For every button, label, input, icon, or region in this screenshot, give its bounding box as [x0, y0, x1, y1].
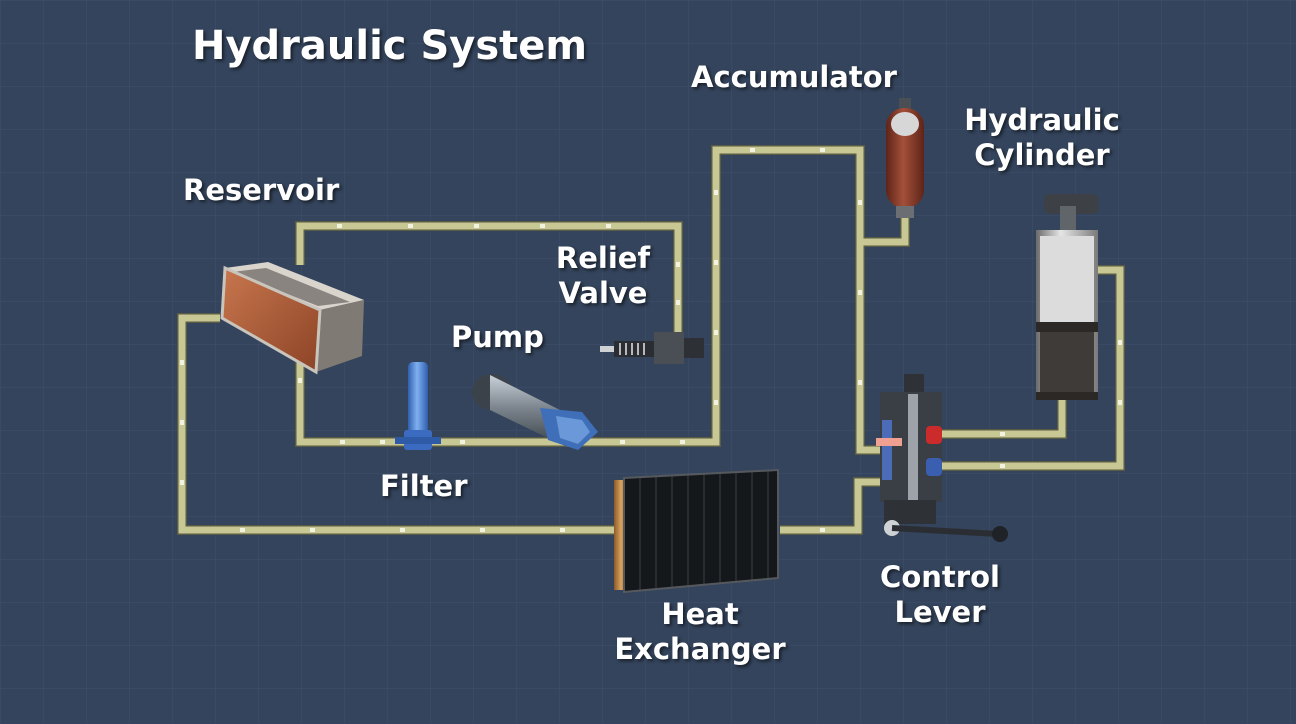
control-lever-icon [884, 520, 1008, 542]
hydraulic-cylinder-icon [1036, 194, 1098, 400]
label-control-lever-line-1: Control [880, 560, 1000, 594]
pump-icon [472, 374, 598, 450]
cylinder-line-b [940, 266, 1124, 470]
heat-exchanger-line [780, 478, 880, 534]
accumulator-icon [886, 98, 924, 218]
label-control-lever: Control Lever [865, 560, 1015, 630]
label-relief-valve-line-2: Valve [558, 275, 648, 310]
pressure-line [296, 146, 880, 454]
relief-valve-icon [600, 332, 704, 364]
label-relief-valve-line-1: Relief [555, 241, 651, 275]
relief-valve-line [296, 222, 682, 348]
reservoir-icon [220, 262, 364, 375]
label-hydraulic-cylinder-line-1: Hydraulic [964, 103, 1120, 137]
control-valve-icon [876, 374, 942, 524]
label-filter: Filter [380, 469, 468, 503]
accumulator-branch [860, 215, 909, 246]
label-heat-exchanger-line-1: Heat [661, 597, 739, 631]
pipe-joints [180, 148, 1122, 532]
diagram-title: Hydraulic System [192, 23, 588, 69]
label-control-lever-line-2: Lever [894, 594, 986, 629]
label-reservoir: Reservoir [183, 173, 340, 207]
cylinder-line-a [940, 392, 1066, 438]
label-pump: Pump [451, 320, 544, 354]
label-hydraulic-cylinder: Hydraulic Cylinder [952, 103, 1132, 173]
label-hydraulic-cylinder-line-2: Cylinder [974, 137, 1110, 172]
pipe-network [177, 145, 1125, 535]
label-heat-exchanger: Heat Exchanger [600, 597, 800, 667]
filter-icon [395, 362, 441, 450]
label-relief-valve: Relief Valve [548, 241, 658, 311]
label-accumulator: Accumulator [691, 60, 897, 94]
label-heat-exchanger-line-2: Exchanger [614, 631, 786, 666]
heat-exchanger-icon [614, 468, 779, 594]
